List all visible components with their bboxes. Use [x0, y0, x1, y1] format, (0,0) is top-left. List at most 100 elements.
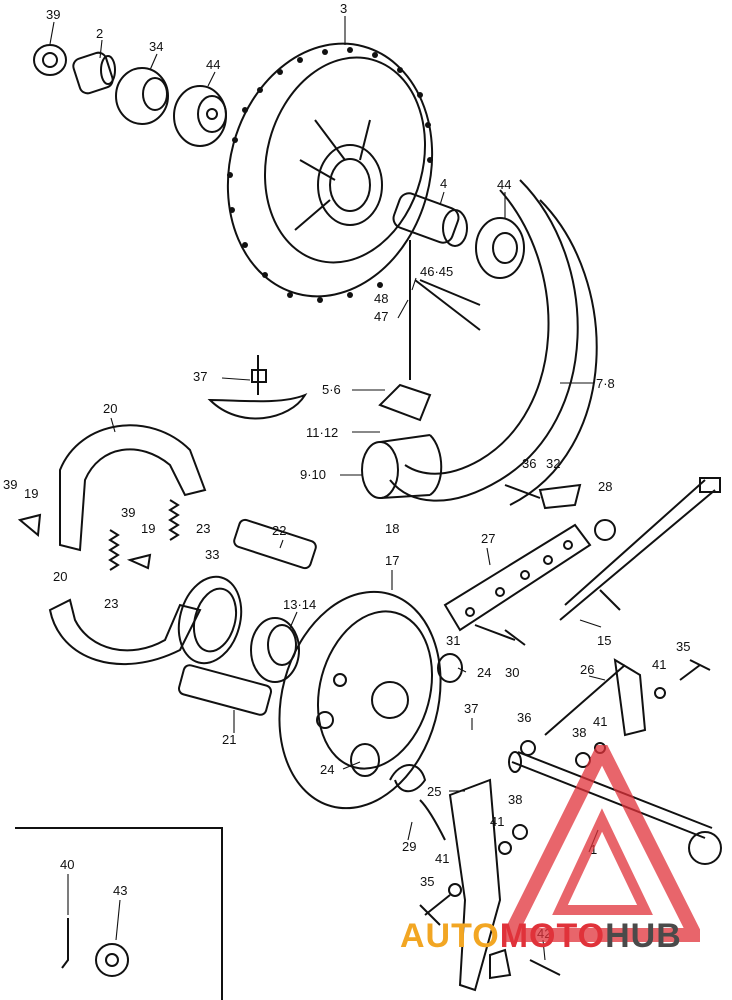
washer-41-part-d	[448, 883, 462, 897]
cotter-pin-42-part	[529, 959, 561, 976]
clip-part	[17, 513, 42, 537]
callout-13-14: 13·14	[283, 597, 317, 612]
callout-23: 23	[196, 521, 211, 536]
callout-47: 47	[374, 309, 389, 324]
bolt-30-part	[474, 624, 526, 646]
hub-nut-part	[33, 44, 67, 76]
washer-41-part	[654, 687, 666, 699]
callout-9-10: 9·10	[300, 467, 327, 482]
callout-29: 29	[402, 839, 417, 854]
seal-33-part	[177, 575, 243, 665]
callout-39-c: 39	[121, 505, 136, 520]
spacer-part	[72, 51, 116, 95]
callout-39-b: 39	[3, 477, 18, 492]
brake-arm-part	[443, 523, 592, 632]
callout-41-c: 41	[490, 814, 505, 829]
gear-21-part	[177, 664, 273, 716]
callout-24-b: 24	[320, 762, 335, 777]
callout-41: 41	[652, 657, 667, 672]
callout-2: 2	[96, 26, 104, 41]
bolt-35-part	[679, 659, 711, 681]
callout-24: 24	[477, 665, 492, 680]
flange-holes	[227, 47, 433, 303]
callout-28: 28	[598, 479, 613, 494]
callout-21: 21	[222, 732, 237, 747]
clip-part-2	[126, 553, 152, 570]
castle-nut-43-part	[95, 943, 129, 977]
return-spring-part	[389, 764, 446, 841]
axle-spacer-part	[392, 192, 468, 247]
callout-32: 32	[546, 456, 561, 471]
callout-37-b: 37	[464, 701, 479, 716]
callout-44: 44	[206, 57, 221, 72]
leader-lines	[49, 16, 606, 961]
callout-15: 15	[597, 633, 612, 648]
callout-22: 22	[272, 523, 287, 538]
callout-33: 33	[205, 547, 220, 562]
callout-40: 40	[60, 857, 75, 872]
callout-11-12: 11·12	[306, 425, 339, 440]
watermark-triangle-logo	[505, 745, 700, 942]
wheel-hub-part	[226, 42, 434, 298]
callout-38-b: 38	[508, 792, 523, 807]
stopper-arm-part	[448, 778, 502, 992]
brake-rod-part	[544, 658, 647, 737]
callout-44-b: 44	[497, 177, 512, 192]
watermark-part-1: AUTO	[400, 917, 500, 955]
callout-4: 4	[440, 176, 448, 191]
stopper-nut-part	[489, 948, 512, 980]
watermark-part-3: HUB	[605, 917, 682, 955]
callout-18: 18	[385, 521, 400, 536]
callout-36: 36	[522, 456, 537, 471]
callout-25: 25	[427, 784, 442, 799]
callout-41-b: 41	[593, 714, 608, 729]
callout-41-d: 41	[435, 851, 450, 866]
cotter-pin-40-part	[61, 918, 69, 969]
bearing-part	[173, 85, 227, 147]
oil-seal-part	[115, 67, 169, 125]
brake-panel-part	[278, 590, 442, 810]
speedometer-gear-part	[250, 617, 300, 683]
bolt-36-part	[504, 483, 582, 510]
callout-36-b: 36	[517, 710, 532, 725]
callout-19-b: 19	[141, 521, 156, 536]
callout-7-8: 7·8	[596, 376, 615, 391]
callout-48: 48	[374, 291, 389, 306]
callout-35: 35	[676, 639, 691, 654]
callout-39: 39	[46, 7, 61, 22]
callout-43: 43	[113, 883, 128, 898]
dust-seal-part-2	[350, 743, 380, 777]
inset-frame	[15, 827, 223, 1000]
watermark-part-2: MOTO	[499, 917, 606, 955]
brake-shoe-upper-part	[59, 424, 207, 552]
right-bearing-part	[475, 217, 525, 279]
dust-seal-part	[437, 653, 463, 683]
bolt-35-part-b	[419, 894, 451, 926]
brake-shoe-lower-part	[48, 598, 202, 665]
callout-34: 34	[149, 39, 164, 54]
callout-27: 27	[481, 531, 496, 546]
nut-38-part-b	[512, 824, 528, 840]
callout-35-b: 35	[420, 874, 435, 889]
callout-23-b: 23	[104, 596, 119, 611]
spoke-nipple-part	[378, 383, 432, 422]
shoe-spring-left	[108, 529, 120, 571]
callout-31: 31	[446, 633, 461, 648]
washer-28-part	[594, 519, 616, 541]
callout-3: 3	[340, 1, 348, 16]
callout-30: 30	[505, 665, 520, 680]
callout-38: 38	[572, 725, 587, 740]
balance-weight-part	[207, 355, 308, 420]
rim-band-part	[361, 434, 443, 499]
callout-26: 26	[580, 662, 595, 677]
callout-46-45: 46·45	[420, 264, 454, 279]
callout-5-6: 5·6	[322, 382, 341, 397]
callout-20: 20	[103, 401, 118, 416]
callout-37: 37	[193, 369, 208, 384]
callout-20-b: 20	[53, 569, 68, 584]
watermark-text: AUTOMOTOHUB	[400, 917, 730, 957]
washer-41-part-c	[498, 841, 512, 855]
callout-17: 17	[385, 553, 400, 568]
shoe-spring-right	[168, 499, 180, 541]
